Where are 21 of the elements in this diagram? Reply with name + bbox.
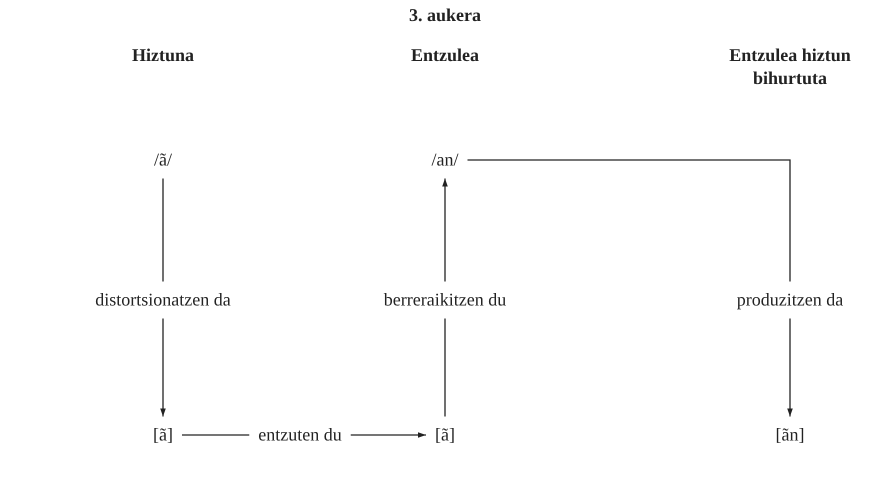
column-header: Entzulea (411, 44, 479, 67)
column-header: Hiztuna (132, 44, 194, 67)
node-text: distortsionatzen da (92, 288, 234, 312)
node-text: produzitzen da (734, 288, 846, 312)
arrow (787, 318, 793, 416)
node-text: [ãn] (772, 422, 808, 448)
connector-line (468, 159, 791, 282)
arrow (350, 432, 426, 438)
arrow (442, 178, 448, 282)
node-text: /an/ (428, 148, 462, 172)
node-text: /ã/ (151, 148, 175, 172)
node-text: [ã] (432, 422, 458, 448)
connector-line (444, 318, 446, 416)
node-text: [ã] (150, 422, 176, 448)
connector-line (162, 178, 164, 282)
column-header: Entzulea hiztun bihurtuta (728, 44, 852, 90)
title: 3. aukera (409, 4, 481, 27)
node-text: entzuten du (255, 422, 345, 448)
connector-line (182, 434, 250, 436)
node-text: berreraikitzen du (380, 288, 510, 312)
arrow (160, 318, 166, 416)
